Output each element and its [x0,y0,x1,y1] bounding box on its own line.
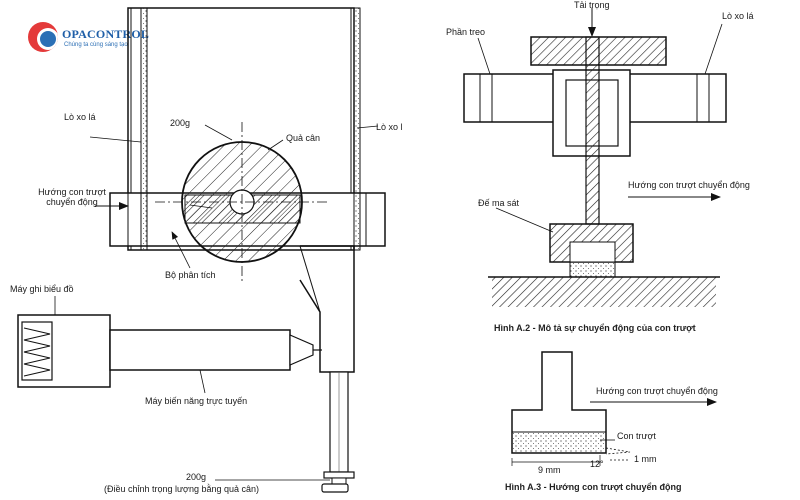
label-analyzer: Bộ phân tích [165,270,216,280]
logo-tagline: Chúng ta cùng sáng tạo [64,42,128,48]
logo-mark-icon [28,22,58,52]
label-counter-weight: Quả cân [286,133,321,143]
logo-name: OPACONTROL [62,27,150,41]
label-slider: Con trượt [617,431,656,441]
label-leaf-spring-left: Lò xo lá [64,112,96,122]
figure-a2 [463,8,727,307]
label-load: Tải trọng [574,0,610,10]
label-dim-1mm: 1 mm [634,454,657,464]
label-leaf-spring-a2: Lò xo lá [722,11,754,21]
label-dim-12deg: 12° [590,459,604,469]
label-slider-direction-main: Hướng con trượt chuyển động [16,187,128,208]
label-slider-direction-line1: Hướng con trượt [38,187,106,197]
label-slider-direction-a2: Hướng con trượt chuyển động [628,180,750,190]
figure-a3 [511,351,717,466]
brand-logo: OPACONTROL Chúng ta cùng sáng tạo [24,22,174,56]
caption-a3: Hình A.3 - Hướng con trượt chuyển động [505,482,682,492]
label-chart-recorder: Máy ghi biểu đồ [10,284,74,294]
label-suspension: Phần treo [446,27,486,37]
label-slider-direction-a3: Hướng con trượt chuyển động [596,386,718,396]
label-dim-9mm: 9 mm [538,465,561,475]
caption-a2: Hình A.2 - Mô tả sự chuyển động của con … [494,323,696,333]
label-leaf-spring-right: Lò xo l [376,122,403,132]
label-adjust-weight: 200g [186,472,207,482]
label-weight-200g: 200g [170,118,191,128]
label-linear-transducer: Máy biến năng trực tuyến [145,396,248,406]
main-apparatus [17,7,386,493]
label-friction-base: Đế ma sát [478,198,520,208]
label-adjust-note: (Điều chỉnh trọng lượng bằng quả cân) [104,484,260,494]
label-slider-direction-line2: chuyển động [46,197,98,208]
